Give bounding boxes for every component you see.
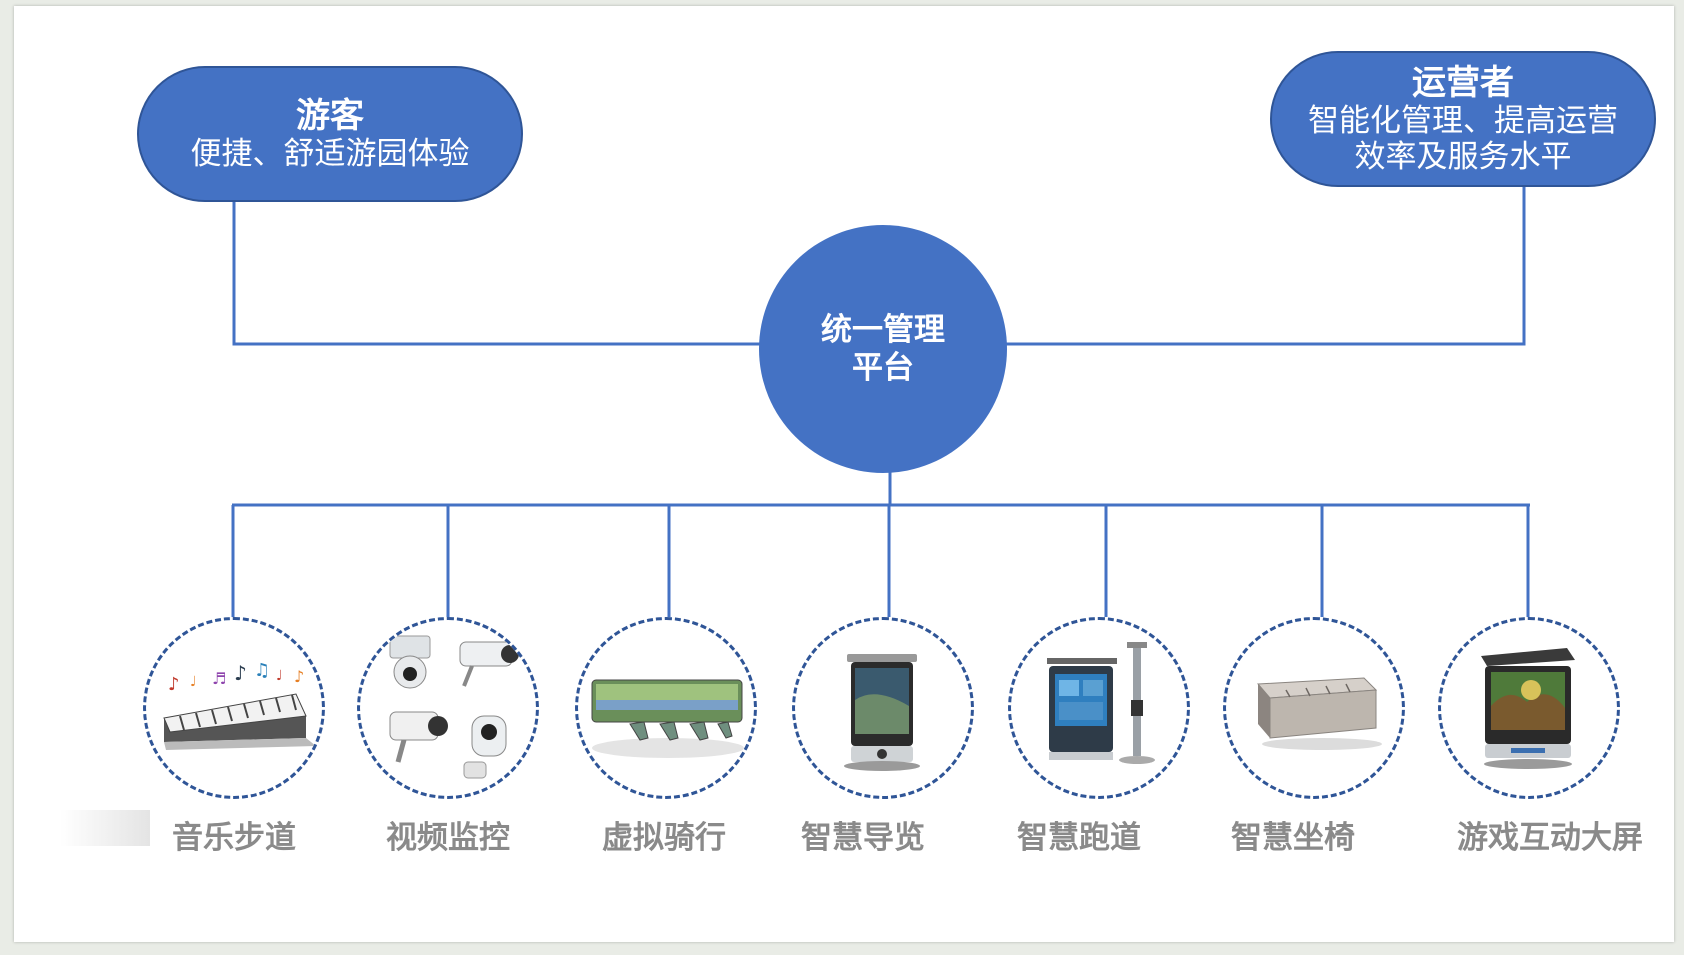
svg-text:♩: ♩ [190,674,197,690]
svg-text:♬: ♬ [212,669,226,688]
module-virtual-bike [575,617,757,799]
module-label-music-walkway: 音乐步道 [172,820,296,856]
platform-hub: 统一管理 平台 [759,225,1007,473]
module-smart-bench [1223,617,1405,799]
smart-bench-icon [1256,677,1382,750]
svg-text:♪: ♪ [234,661,247,685]
svg-text:♪: ♪ [294,667,304,686]
operator-title: 运营者 [1412,63,1514,103]
module-label-virtual-bike: 虚拟骑行 [602,820,726,856]
hub-line1: 统一管理 [821,312,945,348]
operator-node: 运营者 智能化管理、提高运营 效率及服务水平 [1270,51,1656,187]
module-label-guide-kiosk: 智慧导览 [801,820,925,856]
music-walkway-icon: ♪ ♩ ♬ ♪ ♫ ♩ ♪ [163,660,316,750]
virtual-bike-icon [591,679,744,758]
hub-line2: 平台 [852,350,914,386]
module-label-cctv: 视频监控 [386,820,510,856]
operator-desc-line1: 智能化管理、提高运营 [1308,103,1618,139]
module-label-smart-track: 智慧跑道 [1017,820,1141,856]
visitor-node: 游客 便捷、舒适游园体验 [137,66,523,202]
module-label-smart-bench: 智慧坐椅 [1231,820,1355,856]
visitor-title: 游客 [296,96,364,136]
module-guide-kiosk [792,617,974,799]
module-music-walkway: ♪ ♩ ♬ ♪ ♫ ♩ ♪ [143,617,325,799]
operator-connector [1005,186,1526,346]
module-smart-track [1008,617,1190,799]
background-smudge [60,810,150,846]
svg-text:♫: ♫ [254,660,270,681]
cctv-camera-icon [389,635,519,779]
module-label-game-screen: 游戏互动大屏 [1457,820,1643,856]
guide-kiosk-icon [844,654,920,771]
game-screen-icon [1481,648,1575,769]
smart-track-icon [1047,642,1155,764]
svg-text:♪: ♪ [168,674,180,695]
module-game-screen [1438,617,1620,799]
visitor-desc: 便捷、舒适游园体验 [190,136,470,172]
module-cctv [357,617,539,799]
operator-desc-line2: 效率及服务水平 [1354,139,1572,175]
svg-text:♩: ♩ [276,668,283,684]
visitor-connector [232,200,761,346]
